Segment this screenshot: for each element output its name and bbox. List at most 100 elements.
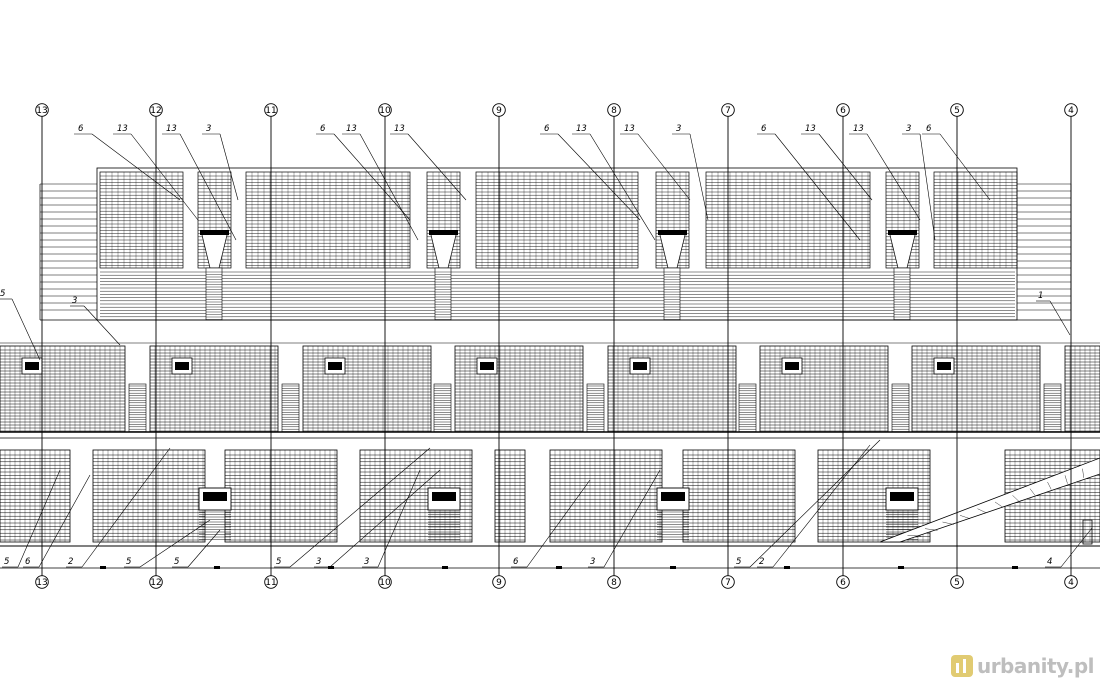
axis-marker: 4 xyxy=(1064,103,1078,117)
axis-label: 12 xyxy=(150,106,161,116)
axis-label: 6 xyxy=(840,578,846,588)
axis-marker: 11 xyxy=(264,575,278,589)
lower-vomitory xyxy=(427,487,461,540)
callout: 6 xyxy=(540,124,641,221)
callout: 13 xyxy=(572,124,656,241)
callout-label: 5 xyxy=(276,557,281,567)
callout: 5 xyxy=(274,447,431,568)
axis-label: 6 xyxy=(840,106,846,116)
callout-label: 3 xyxy=(676,124,681,134)
callout-label: 2 xyxy=(68,557,73,567)
middle-seat-block xyxy=(302,345,432,433)
callout-label: 5 xyxy=(126,557,131,567)
callout: 3 xyxy=(202,124,239,201)
callout: 13 xyxy=(390,124,467,201)
middle-seat-block xyxy=(607,345,737,433)
upper-seat-block xyxy=(426,171,461,269)
ground-marker xyxy=(214,566,220,569)
axis-marker: 13 xyxy=(35,575,49,589)
callout-label: 5 xyxy=(736,557,741,567)
upper-seat-block xyxy=(475,171,639,269)
callout-label: 6 xyxy=(78,124,84,134)
middle-stair xyxy=(433,383,452,433)
grandstand-structure xyxy=(0,167,1100,569)
axis-marker: 10 xyxy=(378,103,392,117)
callout: 1 xyxy=(1036,291,1071,336)
callout: 13 xyxy=(620,124,691,201)
callout: 2 xyxy=(66,447,171,568)
axis-marker: 8 xyxy=(607,103,621,117)
axis-label: 9 xyxy=(496,578,502,588)
middle-stair xyxy=(128,383,147,433)
ground-marker xyxy=(784,566,790,569)
callout: 3 xyxy=(362,469,421,568)
ground-marker xyxy=(898,566,904,569)
middle-seat-block xyxy=(454,345,584,433)
callout: 3 xyxy=(314,469,441,568)
callout: 13 xyxy=(801,124,873,201)
lower-seat-block xyxy=(0,449,71,543)
axis-marker: 8 xyxy=(607,575,621,589)
callout: 5 xyxy=(172,529,221,568)
middle-seat-block xyxy=(149,345,279,433)
middle-stair xyxy=(738,383,757,433)
callout-label: 13 xyxy=(805,124,816,134)
callout: 5 xyxy=(124,519,211,568)
axis-marker: 7 xyxy=(721,575,735,589)
upper-seat-block xyxy=(885,171,920,269)
callout-label: 6 xyxy=(320,124,326,134)
axis-marker: 9 xyxy=(492,575,506,589)
middle-seat-block xyxy=(759,345,889,433)
axis-label: 5 xyxy=(954,578,960,588)
callout-label: 2 xyxy=(759,557,764,567)
axis-marker: 4 xyxy=(1064,575,1078,589)
middle-seat-block xyxy=(911,345,1041,433)
callout: 2 xyxy=(757,444,871,568)
callout: 6 xyxy=(922,124,991,201)
axis-label: 9 xyxy=(496,106,502,116)
axis-label: 13 xyxy=(36,106,47,116)
axis-label: 8 xyxy=(611,578,617,588)
axis-label: 10 xyxy=(379,106,391,116)
callout-label: 6 xyxy=(761,124,767,134)
callout: 3 xyxy=(70,296,121,346)
middle-stair xyxy=(586,383,605,433)
callout: 5 xyxy=(734,439,881,568)
middle-seat-block xyxy=(0,345,126,433)
callout-label: 6 xyxy=(513,557,519,567)
callout-label: 13 xyxy=(576,124,587,134)
upper-seat-block xyxy=(705,171,871,269)
axis-marker: 7 xyxy=(721,103,735,117)
axis-marker: 6 xyxy=(836,103,850,117)
axis-label: 7 xyxy=(725,578,731,588)
callout: 4 xyxy=(1045,527,1093,568)
ground-marker xyxy=(100,566,106,569)
axis-marker: 5 xyxy=(950,575,964,589)
watermark-text: urbanity.pl xyxy=(976,654,1095,678)
lower-seat-block xyxy=(549,449,663,543)
callout: 5 xyxy=(0,289,41,361)
axis-label: 5 xyxy=(954,106,960,116)
axis-marker: 6 xyxy=(836,575,850,589)
axis-marker: 9 xyxy=(492,103,506,117)
callout-label: 6 xyxy=(544,124,550,134)
callout: 6 xyxy=(511,479,591,568)
callout: 13 xyxy=(849,124,921,221)
callout-label: 5 xyxy=(4,557,9,567)
axis-marker: 5 xyxy=(950,103,964,117)
callout-label: 3 xyxy=(316,557,321,567)
upper-tier-frame xyxy=(96,167,1018,321)
callout-label: 5 xyxy=(174,557,179,567)
callout-label: 3 xyxy=(72,296,77,306)
upper-side-right xyxy=(1017,183,1072,320)
callout-label: 13 xyxy=(624,124,635,134)
axis-marker: 12 xyxy=(149,575,163,589)
upper-seat-block xyxy=(655,171,690,269)
axis-label: 7 xyxy=(725,106,731,116)
callout-label: 3 xyxy=(206,124,211,134)
callout-label: 13 xyxy=(346,124,357,134)
callout-label: 5 xyxy=(0,289,5,299)
